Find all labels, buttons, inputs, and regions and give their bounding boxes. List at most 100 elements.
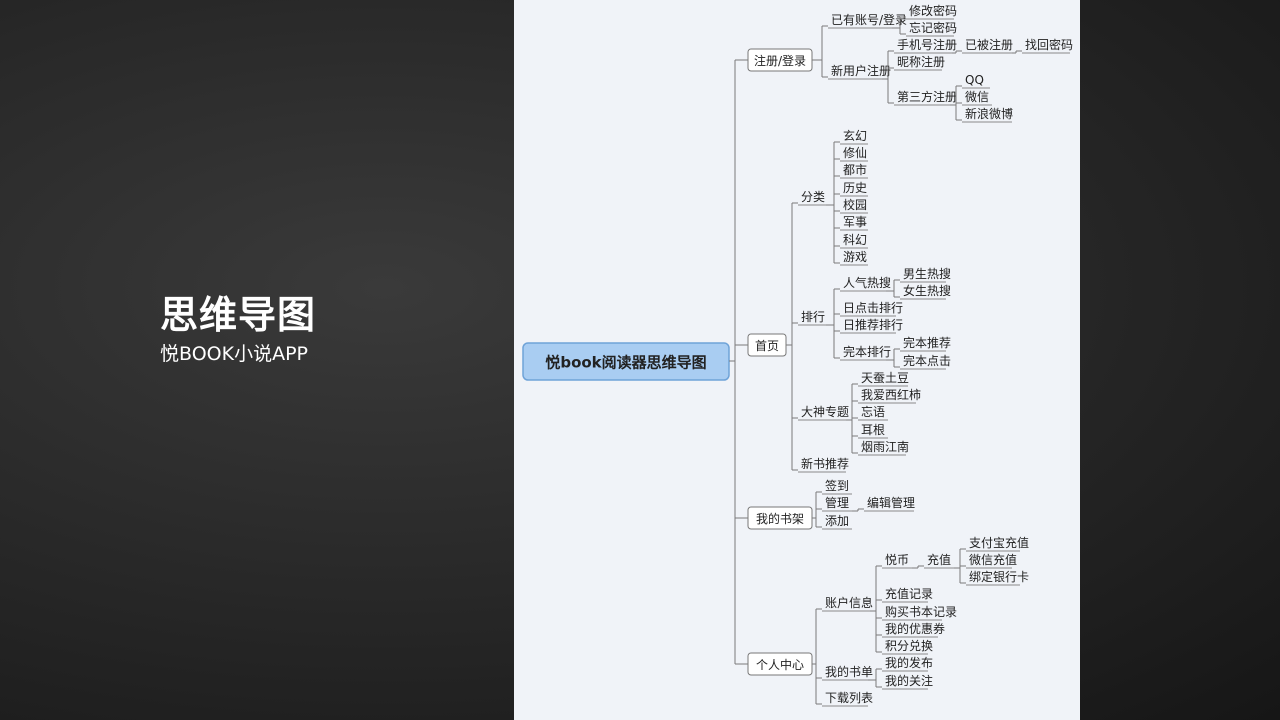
- topic-node[interactable]: 微信充值: [966, 552, 1017, 569]
- topic-node[interactable]: 管理: [822, 495, 852, 512]
- topic-node[interactable]: 昵称注册: [894, 54, 945, 71]
- topic-node[interactable]: 玄幻: [840, 128, 868, 145]
- branch-node[interactable]: 首页: [747, 333, 787, 357]
- topic-node[interactable]: 下载列表: [822, 691, 873, 707]
- topic-label: 已被注册: [965, 37, 1013, 52]
- topic-node[interactable]: 微信: [962, 90, 992, 106]
- topic-label: 我的关注: [885, 673, 933, 688]
- topic-node[interactable]: 烟雨江南: [858, 439, 909, 456]
- topic-label: 男生热搜: [903, 266, 951, 281]
- slide-subtitle: 悦BOOK小说APP: [160, 343, 308, 365]
- topic-label: 耳根: [861, 423, 885, 437]
- topic-node[interactable]: 新用户注册: [828, 63, 891, 80]
- topic-node[interactable]: 日推荐排行: [840, 318, 903, 334]
- topic-node[interactable]: 账户信息: [822, 595, 873, 612]
- topic-label: 完本点击: [903, 353, 951, 368]
- root-node-label: 悦book阅读器思维导图: [545, 354, 706, 372]
- topic-node[interactable]: 我的书单: [822, 664, 873, 681]
- topic-node[interactable]: 完本点击: [900, 353, 951, 370]
- topic-node[interactable]: 修仙: [840, 145, 868, 162]
- topic-node[interactable]: 都市: [840, 162, 868, 179]
- topic-label: 排行: [801, 310, 825, 324]
- branch-label: 个人中心: [756, 657, 804, 672]
- topic-label: 女生热搜: [903, 283, 951, 298]
- topic-node[interactable]: 日点击排行: [840, 301, 903, 317]
- topic-node[interactable]: 男生热搜: [900, 266, 951, 283]
- topic-node[interactable]: 校园: [840, 197, 868, 214]
- topic-label: 昵称注册: [897, 54, 945, 69]
- topic-node[interactable]: 充值记录: [882, 586, 933, 603]
- topic-node[interactable]: 已有账号/登录: [828, 12, 907, 29]
- topic-label: 修改密码: [909, 3, 957, 18]
- topic-label: 编辑管理: [867, 495, 915, 510]
- topic-label: 我爱西红柿: [861, 387, 921, 402]
- topic-node[interactable]: 完本排行: [840, 344, 891, 361]
- topic-node[interactable]: QQ: [962, 73, 990, 89]
- topic-node[interactable]: 忘记密码: [906, 20, 957, 37]
- topic-node[interactable]: 大神专题: [798, 404, 849, 421]
- topic-node[interactable]: 第三方注册: [894, 89, 957, 106]
- topic-node[interactable]: 绑定银行卡: [966, 569, 1029, 586]
- topic-node[interactable]: 悦币: [882, 553, 912, 569]
- topic-node[interactable]: 完本推荐: [900, 335, 951, 352]
- branch-node[interactable]: 个人中心: [747, 652, 813, 676]
- topic-label: 我的优惠券: [885, 621, 945, 636]
- topic-label: 烟雨江南: [861, 439, 909, 454]
- topic-label: 忘语: [861, 404, 885, 419]
- mindmap-panel: 悦book阅读器思维导图 注册/登录 已有账号/登录修改密码忘记密码新用户注册手机号…: [514, 0, 1080, 720]
- topic-label: 分类: [801, 190, 825, 204]
- topic-label: 都市: [843, 162, 867, 177]
- topic-node[interactable]: 我的发布: [882, 655, 933, 672]
- topic-node[interactable]: 找回密码: [1022, 37, 1073, 54]
- topic-node[interactable]: 签到: [822, 478, 852, 495]
- topic-node[interactable]: 充值: [924, 552, 954, 569]
- topic-label: 大神专题: [801, 404, 849, 419]
- topic-node[interactable]: 军事: [840, 215, 868, 231]
- topic-label: 支付宝充值: [969, 535, 1029, 550]
- topic-label: 修仙: [843, 145, 867, 160]
- topic-label: 购买书本记录: [885, 604, 957, 619]
- topic-node[interactable]: 科幻: [840, 233, 868, 249]
- topic-label: 找回密码: [1025, 37, 1073, 52]
- topic-label: 已有账号/登录: [831, 12, 907, 27]
- topic-label: 微信: [965, 90, 989, 104]
- branch-node[interactable]: 注册/登录: [747, 48, 813, 72]
- mindmap-canvas: 悦book阅读器思维导图 注册/登录 已有账号/登录修改密码忘记密码新用户注册手机号…: [522, 3, 1073, 707]
- topic-node[interactable]: 积分兑换: [882, 639, 933, 655]
- topic-label: 手机号注册: [897, 37, 957, 52]
- topic-node[interactable]: 天蚕土豆: [858, 371, 909, 387]
- topic-label: 管理: [825, 495, 849, 510]
- topic-node[interactable]: 游戏: [840, 250, 868, 266]
- topic-node[interactable]: 手机号注册: [894, 37, 957, 54]
- topic-node[interactable]: 我爱西红柿: [858, 387, 921, 404]
- topic-node[interactable]: 人气热搜: [840, 275, 891, 292]
- topic-node[interactable]: 忘语: [858, 404, 888, 421]
- topic-node[interactable]: 新书推荐: [798, 456, 849, 473]
- topic-label: 忘记密码: [909, 20, 957, 35]
- topic-node[interactable]: 历史: [840, 181, 868, 197]
- topic-node[interactable]: 购买书本记录: [882, 604, 957, 621]
- topic-node[interactable]: 新浪微博: [962, 106, 1013, 123]
- topic-node[interactable]: 已被注册: [962, 37, 1013, 54]
- topic-label: QQ: [965, 73, 984, 87]
- topic-label: 我的书单: [825, 664, 873, 679]
- topic-node[interactable]: 支付宝充值: [966, 535, 1029, 552]
- branch-node[interactable]: 我的书架: [747, 506, 813, 530]
- topic-node[interactable]: 添加: [822, 514, 852, 530]
- topic-node[interactable]: 排行: [798, 310, 826, 326]
- topic-label: 添加: [825, 514, 849, 528]
- topic-label: 历史: [843, 181, 867, 195]
- topic-label: 新用户注册: [831, 63, 891, 78]
- topic-label: 玄幻: [843, 128, 867, 143]
- topic-node[interactable]: 修改密码: [906, 3, 957, 20]
- topic-label: 天蚕土豆: [861, 371, 909, 385]
- topic-node[interactable]: 我的关注: [882, 673, 933, 690]
- topic-label: 军事: [843, 215, 867, 229]
- topic-label: 下载列表: [825, 691, 873, 705]
- topic-node[interactable]: 分类: [798, 190, 826, 206]
- topic-node[interactable]: 编辑管理: [864, 495, 915, 512]
- topic-node[interactable]: 我的优惠券: [882, 621, 945, 638]
- topic-label: 积分兑换: [885, 639, 933, 653]
- topic-node[interactable]: 女生热搜: [900, 283, 951, 300]
- topic-node[interactable]: 耳根: [858, 423, 888, 439]
